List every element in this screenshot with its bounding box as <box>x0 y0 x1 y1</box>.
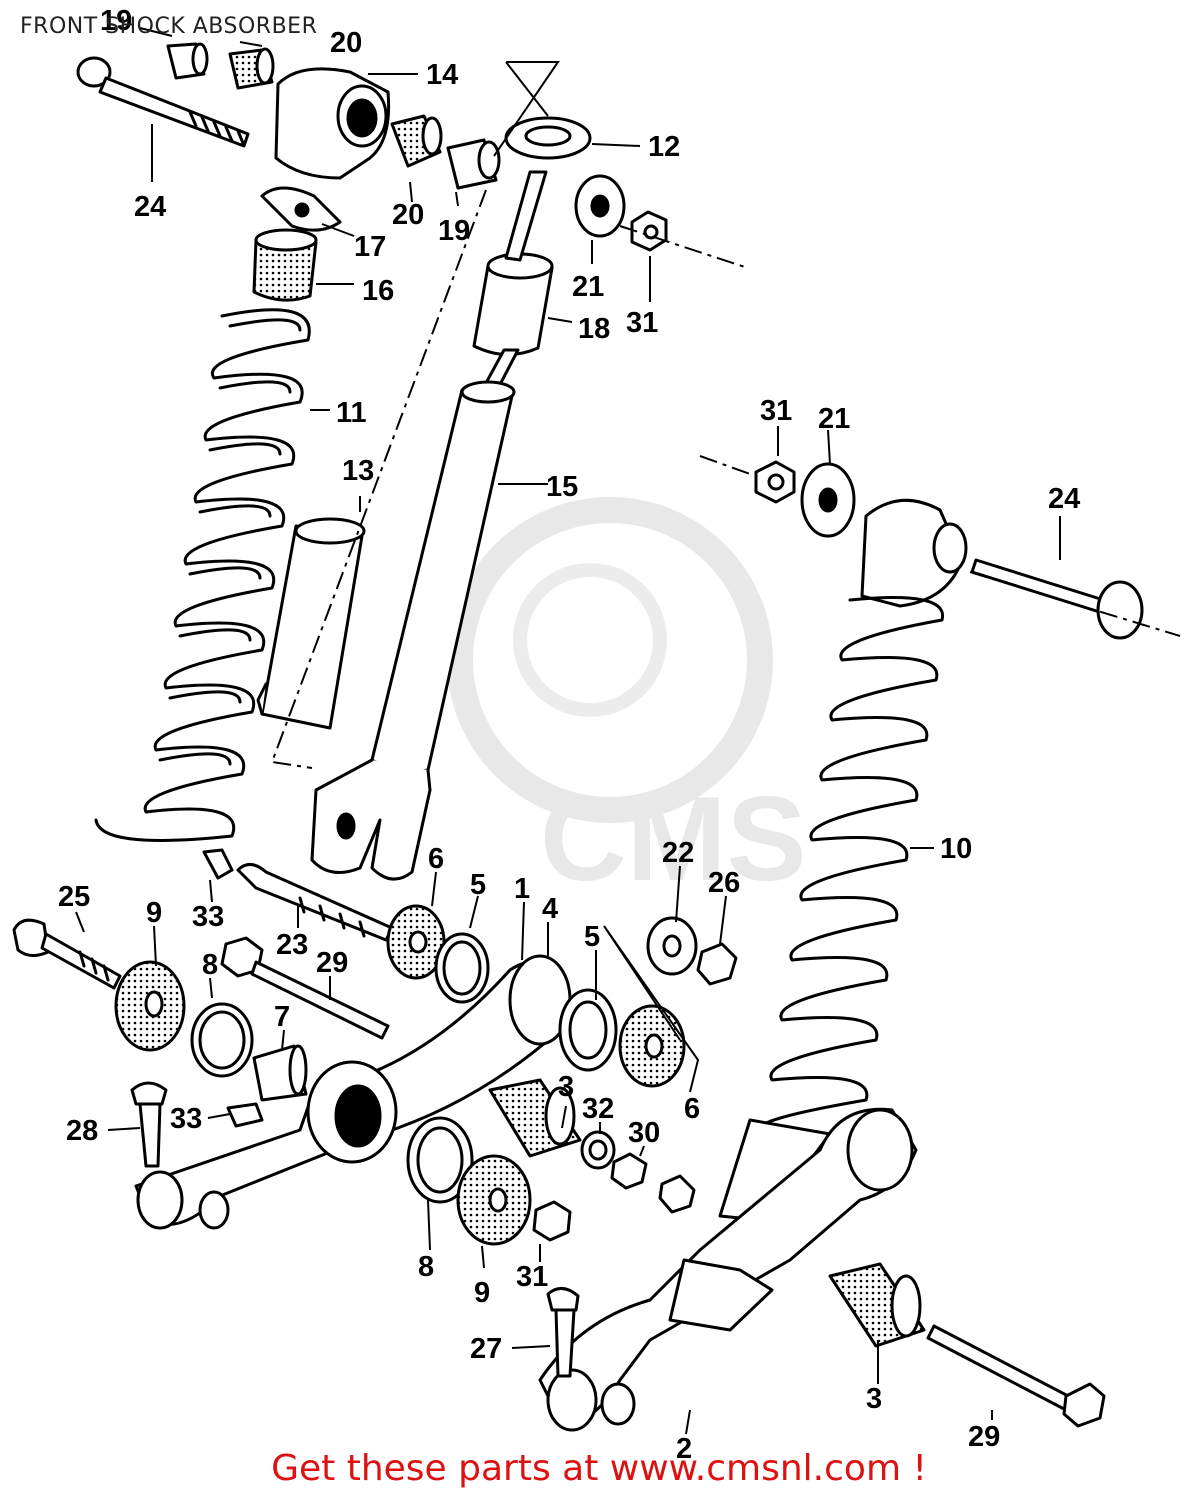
collar-7 <box>252 1044 308 1102</box>
nut-31-upper <box>630 210 668 252</box>
collar-19-top <box>166 42 209 80</box>
nut-31-lower <box>532 1200 572 1242</box>
callout-6: 6 <box>428 843 444 875</box>
callout-12: 12 <box>648 131 680 163</box>
nut-29-upper <box>220 936 390 1040</box>
bolt-29-lower <box>926 1324 1106 1428</box>
callout-3: 3 <box>558 1071 574 1103</box>
seal-5-b <box>558 988 618 1072</box>
disc-6-b <box>618 1004 686 1088</box>
callout-32: 32 <box>582 1093 614 1125</box>
collar-19-inner <box>446 138 501 190</box>
bushing-20-inner <box>390 114 443 168</box>
callout-24: 24 <box>134 191 166 223</box>
callout-26: 26 <box>708 867 740 899</box>
callout-20: 20 <box>392 199 424 231</box>
callout-9: 9 <box>146 897 162 929</box>
callout-8: 8 <box>202 949 218 981</box>
callout-3: 3 <box>866 1383 882 1415</box>
nut-26 <box>696 942 738 986</box>
callout-19: 19 <box>438 215 470 247</box>
spring-10 <box>759 596 945 1132</box>
callout-33: 33 <box>170 1103 202 1135</box>
spring-guide-13 <box>256 517 366 730</box>
callout-15: 15 <box>546 471 578 503</box>
callout-8: 8 <box>418 1251 434 1283</box>
callout-31: 31 <box>516 1261 548 1293</box>
callout-20: 20 <box>330 27 362 59</box>
callout-17: 17 <box>354 231 386 263</box>
callout-4: 4 <box>542 893 558 925</box>
callout-10: 10 <box>940 833 972 865</box>
friction-disc-9-a <box>114 960 186 1052</box>
callout-16: 16 <box>362 275 394 307</box>
callout-2: 2 <box>676 1433 692 1465</box>
seal-8-b <box>406 1116 474 1204</box>
callout-29: 29 <box>316 947 348 979</box>
cms-watermark-logo: CMS <box>447 497 807 906</box>
callout-27: 27 <box>470 1333 502 1365</box>
callout-18: 18 <box>578 313 610 345</box>
callout-13: 13 <box>342 455 374 487</box>
callout-21: 21 <box>572 271 604 303</box>
callout-31: 31 <box>626 307 658 339</box>
washer-22 <box>646 916 698 976</box>
callout-24: 24 <box>1048 483 1080 515</box>
diagram-title: FRONT SHOCK ABSORBER <box>20 14 318 39</box>
upper-eye-14 <box>274 67 391 180</box>
bolt-28 <box>130 1081 168 1168</box>
bushing-3-a <box>488 1078 582 1158</box>
bolt-23 <box>236 863 394 942</box>
upper-eye-right <box>860 498 968 608</box>
leader-lines <box>75 27 1181 1435</box>
spring-11 <box>94 308 311 842</box>
callout-19: 19 <box>100 5 132 37</box>
callout-31: 31 <box>760 395 792 427</box>
stopper-18 <box>472 252 554 357</box>
washer-21-right <box>800 462 856 538</box>
svg-text:CMS: CMS <box>540 772 807 906</box>
callout-25: 25 <box>58 881 90 913</box>
callout-23: 23 <box>276 929 308 961</box>
callout-6: 6 <box>684 1093 700 1125</box>
callout-9: 9 <box>474 1277 490 1309</box>
seal-8-a <box>190 1002 254 1078</box>
nut-31-right <box>754 460 796 504</box>
nut-30 <box>610 1152 648 1190</box>
nipple-33-b <box>226 1102 264 1128</box>
washer-12 <box>504 116 592 160</box>
link-arm-1 <box>134 954 572 1230</box>
friction-disc-9-b <box>456 1154 532 1246</box>
plate-17 <box>260 186 342 232</box>
washer-21-upper <box>574 174 626 238</box>
nut-right-small <box>658 1174 696 1214</box>
bolt-24-right <box>970 558 1144 640</box>
callout-21: 21 <box>818 403 850 435</box>
nipple-33-a <box>202 848 234 880</box>
bushing-20-top <box>228 47 275 90</box>
callout-33: 33 <box>192 901 224 933</box>
callout-7: 7 <box>274 1001 290 1033</box>
footer-link-text[interactable]: Get these parts at www.cmsnl.com ! <box>271 1448 927 1489</box>
callout-29: 29 <box>968 1421 1000 1453</box>
bolt-24-upper-left <box>76 56 250 148</box>
callout-1: 1 <box>514 873 530 905</box>
callout-5: 5 <box>470 869 486 901</box>
bushing-3-b <box>828 1262 926 1348</box>
damper-body-15 <box>310 380 516 881</box>
link-arm-2 <box>538 1107 918 1432</box>
washer-32 <box>580 1130 616 1170</box>
callout-labels: 19 20 14 24 12 20 19 17 16 21 31 18 11 1… <box>58 5 1080 1465</box>
seal-5-a <box>434 932 490 1004</box>
bolt-25 <box>12 918 122 990</box>
callout-30: 30 <box>628 1117 660 1149</box>
callout-5: 5 <box>584 921 600 953</box>
callout-11: 11 <box>336 397 367 429</box>
rubber-16 <box>252 228 318 302</box>
callout-14: 14 <box>426 59 458 91</box>
callout-22: 22 <box>662 837 694 869</box>
callout-28: 28 <box>66 1115 98 1147</box>
bolt-27 <box>546 1287 580 1378</box>
